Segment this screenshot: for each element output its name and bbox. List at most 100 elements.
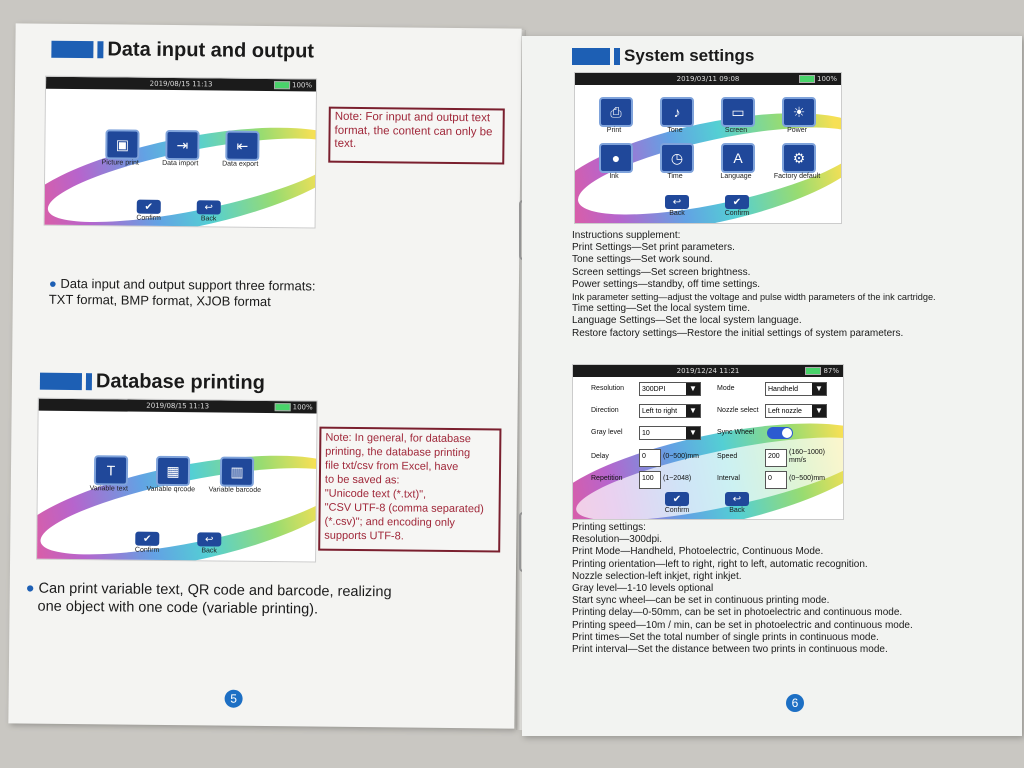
instructions-list: Instructions supplement: Print Settings—… <box>572 230 936 340</box>
gray-level-label: Gray level <box>591 429 623 436</box>
mode-value: Handheld <box>768 386 798 393</box>
import-icon[interactable]: ⇥ <box>165 129 200 161</box>
back-label: Back <box>729 507 745 514</box>
gray-level-select[interactable]: 10▼ <box>639 426 701 440</box>
lightbulb-icon[interactable]: ☀ <box>782 97 816 127</box>
battery-icon <box>273 81 291 90</box>
confirm-check-icon[interactable]: ✔ <box>725 195 749 209</box>
chevron-down-icon: ▼ <box>812 405 826 417</box>
battery-icon <box>798 75 815 83</box>
title-accent-bar <box>614 47 620 65</box>
battery-indicator: 100% <box>273 79 312 91</box>
ink-drop-icon[interactable]: ● <box>599 143 633 173</box>
delay-range: (0~500)mm <box>663 453 699 460</box>
chevron-down-icon: ▼ <box>812 383 826 395</box>
delay-input[interactable]: 0 <box>639 449 661 467</box>
interval-range: (0~500)mm <box>789 475 825 482</box>
icon-label: Variable barcode <box>208 486 262 494</box>
icon-label: Variable qrcode <box>146 485 196 494</box>
export-icon[interactable]: ⇤ <box>225 130 260 161</box>
instruction-line: Ink parameter setting—adjust the voltage… <box>572 292 936 303</box>
status-time: 2019/12/24 11:21 <box>676 367 740 375</box>
speed-label: Speed <box>717 453 738 460</box>
repetition-label: Repetition <box>591 475 623 482</box>
back-arrow-icon[interactable]: ↩ <box>665 195 689 209</box>
confirm-check-icon[interactable]: ✔ <box>136 199 161 214</box>
confirm-label: Confirm <box>664 507 690 514</box>
mode-select[interactable]: Handheld ▼ <box>765 382 827 396</box>
setting-line: Gray level—1-10 levels optional <box>572 583 714 595</box>
confirm-check-icon[interactable]: ✔ <box>665 492 689 506</box>
setting-line: Resolution—300dpi. <box>572 534 663 546</box>
setting-line: Printing speed—10m / min, can be set in … <box>572 619 913 631</box>
printer-icon[interactable]: ⎙ <box>599 97 633 127</box>
delay-label: Delay <box>591 453 609 460</box>
confirm-check-icon[interactable]: ✔ <box>135 531 160 546</box>
setting-line: Printing delay—0-50mm, can be set in pho… <box>572 607 903 619</box>
variable-text-icon[interactable]: T <box>93 455 129 486</box>
title-accent-bar <box>572 47 610 65</box>
section-title-system: System settings <box>572 46 754 66</box>
title-accent-bar <box>51 40 94 59</box>
interval-label: Interval <box>717 475 740 482</box>
interval-input[interactable]: 0 <box>765 471 787 489</box>
back-arrow-icon[interactable]: ↩ <box>196 200 221 215</box>
icon-label: Tone <box>667 127 683 134</box>
nozzle-value: Left nozzle <box>768 408 802 415</box>
sync-wheel-label: Sync Wheel <box>717 429 755 436</box>
direction-select[interactable]: Left to right▼ <box>639 404 701 418</box>
note-line: supports UTF-8. <box>324 529 404 543</box>
confirm-label: Confirm <box>724 210 750 217</box>
setting-line: Nozzle selection-left inkjet, right inkj… <box>572 570 742 582</box>
icon-label: Power <box>787 127 807 134</box>
nozzle-label: Nozzle select <box>717 407 759 414</box>
left-page: Data input and output 2019/08/15 11:13 10… <box>8 23 522 729</box>
instruction-line: Time setting—Set the local system time. <box>572 303 751 315</box>
icon-label: Time <box>667 173 683 180</box>
sync-wheel-toggle[interactable] <box>767 427 793 439</box>
section-title-text: System settings <box>624 46 755 65</box>
speaker-icon[interactable]: ♪ <box>660 97 694 127</box>
battery-level: 100% <box>816 75 837 83</box>
language-icon[interactable]: A <box>721 143 755 173</box>
repetition-input[interactable]: 100 <box>639 471 661 489</box>
instruction-line: Power settings—standby, off time setting… <box>572 278 761 290</box>
instruction-line: Print Settings—Set print parameters. <box>572 242 735 254</box>
title-accent-bar <box>39 372 83 391</box>
setting-line: Printing settings: <box>572 522 646 533</box>
screen-icon[interactable]: ▭ <box>721 97 755 127</box>
confirm-label: Confirm <box>136 214 161 222</box>
resolution-select[interactable]: 300DPI▼ <box>639 382 701 396</box>
picture-icon[interactable]: ▣ <box>105 129 140 160</box>
back-arrow-icon[interactable]: ↩ <box>197 532 222 547</box>
bullet-dot: ● <box>25 580 39 597</box>
status-bar: 2019/08/15 11:13 100% <box>45 76 317 92</box>
battery-level: 87% <box>823 367 839 375</box>
page-number: 5 <box>224 689 243 708</box>
clock-icon[interactable]: ◷ <box>660 143 694 173</box>
battery-indicator: 100% <box>274 401 313 413</box>
speed-input[interactable]: 200 <box>765 449 787 467</box>
note-box-database: Note: In general, for database printing,… <box>318 426 502 553</box>
battery-icon <box>274 403 291 412</box>
barcode-icon[interactable]: ▥ <box>219 456 255 487</box>
direction-label: Direction <box>591 407 619 414</box>
bullet-text-line2: TXT format, BMP format, XJOB format <box>48 291 271 310</box>
page-number: 6 <box>786 694 804 712</box>
status-time: 2019/08/15 11:13 <box>149 79 213 89</box>
qrcode-icon[interactable]: ▦ <box>155 455 191 487</box>
nozzle-select[interactable]: Left nozzle ▼ <box>765 404 827 418</box>
gear-icon[interactable]: ⚙ <box>782 143 816 173</box>
bullet-dot: ● <box>48 275 61 291</box>
section-title-text: Data input and output <box>107 38 315 63</box>
battery-indicator: 100% <box>798 73 837 85</box>
chevron-down-icon: ▼ <box>686 405 700 417</box>
back-arrow-icon[interactable]: ↩ <box>725 492 749 506</box>
back-label: Back <box>669 210 685 217</box>
setting-line: Start sync wheel—can be set in continuou… <box>572 595 830 607</box>
section-title-data-io: Data input and output <box>51 38 314 64</box>
